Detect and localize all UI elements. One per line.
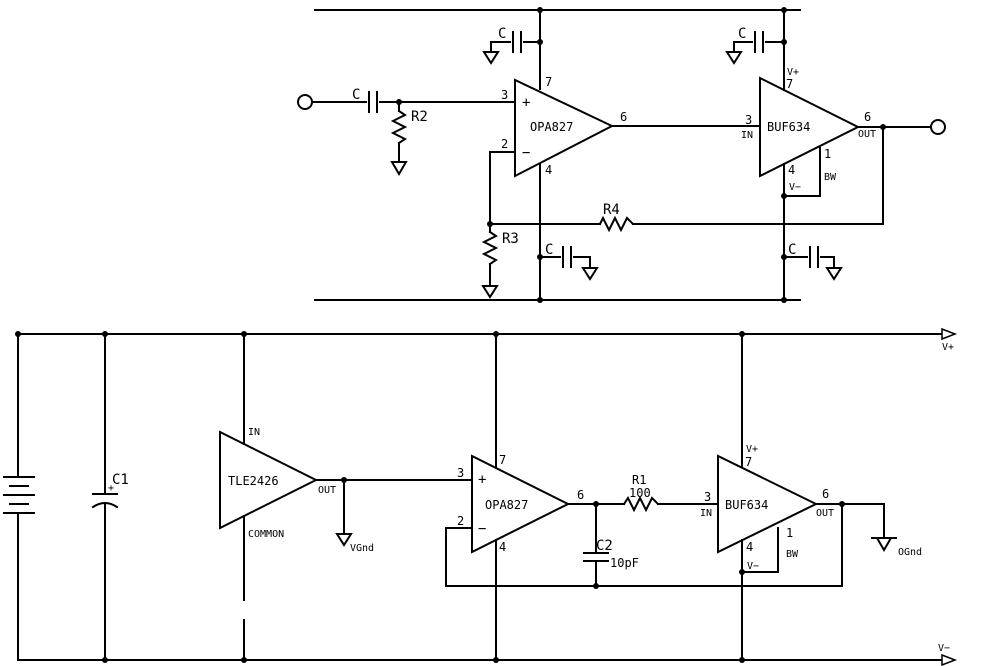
resistor-r2: R2 [390,101,428,176]
svg-text:OUT: OUT [816,508,834,519]
top-circuit: C R2 + − OPA827 3 2 6 7 4 [297,7,946,303]
capacitor-c2: C2 10pF [583,503,639,587]
svg-text:V+: V+ [787,67,799,78]
battery [3,333,35,661]
svg-text:6: 6 [864,110,871,124]
svg-text:7: 7 [545,75,552,89]
svg-text:−: − [522,145,530,161]
svg-text:7: 7 [499,453,506,467]
c2-value: 10pF [610,556,639,570]
svg-text:6: 6 [620,110,627,124]
r1-label: R1 [632,473,646,487]
top-opamp-name: OPA827 [530,120,573,134]
vgnd-label: VGnd [350,543,374,554]
capacitor-c1: + C1 [91,333,129,661]
svg-text:3: 3 [457,466,464,480]
opamp-vplus-decoupling-cap: C [482,26,541,65]
vplus-arrow [941,327,958,341]
input-terminal [297,94,313,110]
resistor-r1: R1 100 [622,473,660,513]
svg-text:IN: IN [248,427,260,438]
r2-label: R2 [411,109,428,125]
svg-text:4: 4 [746,540,753,554]
bottom-circuit: V+ V− + C1 TLE2426 IN OU [3,327,958,666]
c2-label: C2 [596,538,613,554]
ground-symbol [390,161,408,176]
resistor-r4: R4 [598,202,635,233]
svg-text:IN: IN [741,130,753,141]
top-opa827: + − OPA827 3 2 6 7 4 [501,75,627,178]
r4-label: R4 [603,202,620,218]
c1-label: C1 [112,472,129,488]
bottom-opamp-name: OPA827 [485,498,528,512]
svg-text:COMMON: COMMON [248,529,284,540]
svg-text:7: 7 [745,455,752,469]
svg-text:BW: BW [786,549,799,560]
svg-text:V−: V− [789,182,801,193]
svg-text:3: 3 [704,490,711,504]
svg-text:BW: BW [824,172,837,183]
svg-text:−: − [478,521,486,537]
vplus-label: V+ [942,342,954,353]
vminus-arrow [941,653,958,666]
output-terminal [930,119,946,135]
ognd-symbol [871,537,897,552]
svg-text:V+: V+ [746,444,758,455]
svg-text:1: 1 [824,147,831,161]
vgnd-symbol [335,533,353,547]
svg-text:IN: IN [700,508,712,519]
svg-text:+: + [108,483,114,494]
buffer-vplus-decoupling-cap: C [725,26,785,65]
vminus-label: V− [938,643,950,654]
buffer-vminus-decoupling-cap: C [783,242,843,281]
svg-text:6: 6 [577,488,584,502]
svg-text:+: + [478,472,486,488]
svg-text:V−: V− [747,561,759,572]
svg-text:6: 6 [822,487,829,501]
svg-text:+: + [522,95,530,111]
svg-text:1: 1 [786,526,793,540]
resistor-r3: R3 [481,223,519,299]
svg-text:C: C [738,26,746,42]
input-capacitor: C [352,87,378,113]
bottom-buf634: BUF634 3 IN 6 OUT 7 V+ 4 V− 1 BW [700,444,834,572]
svg-text:3: 3 [501,88,508,102]
svg-text:7: 7 [786,77,793,91]
regulator-name: TLE2426 [228,474,279,488]
svg-text:C: C [498,26,506,42]
svg-text:2: 2 [501,137,508,151]
r3-label: R3 [502,231,519,247]
bottom-buffer-name: BUF634 [725,498,768,512]
r1-value: 100 [629,486,651,500]
svg-text:OUT: OUT [858,129,876,140]
top-buffer-name: BUF634 [767,120,810,134]
svg-text:C: C [545,242,553,258]
svg-text:3: 3 [745,113,752,127]
bottom-opa827: + − OPA827 3 2 6 7 4 [457,453,584,554]
tle2426-rail-splitter: TLE2426 IN OUT COMMON [219,427,336,540]
svg-text:4: 4 [499,540,506,554]
top-buf634: BUF634 3 IN 6 OUT 7 V+ 4 V− 1 BW [741,67,876,193]
opamp-vminus-decoupling-cap: C [539,242,599,281]
svg-text:C: C [788,242,796,258]
svg-text:4: 4 [788,163,795,177]
svg-text:2: 2 [457,514,464,528]
ognd-label: OGnd [898,547,922,558]
input-capacitor-label: C [352,87,360,103]
svg-text:4: 4 [545,163,552,177]
svg-text:OUT: OUT [318,485,336,496]
